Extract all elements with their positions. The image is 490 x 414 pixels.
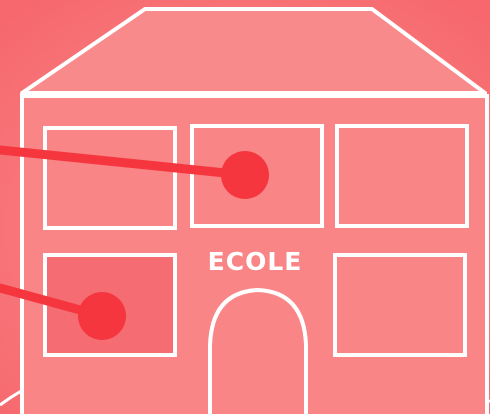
location-dot-icon	[78, 292, 126, 340]
location-dot-icon	[221, 151, 269, 199]
school-sign: ECOLE	[180, 247, 330, 276]
window-top-right	[337, 126, 467, 226]
arched-door	[210, 290, 306, 414]
window-top-left	[45, 128, 175, 228]
window-bottom-right	[335, 255, 465, 355]
